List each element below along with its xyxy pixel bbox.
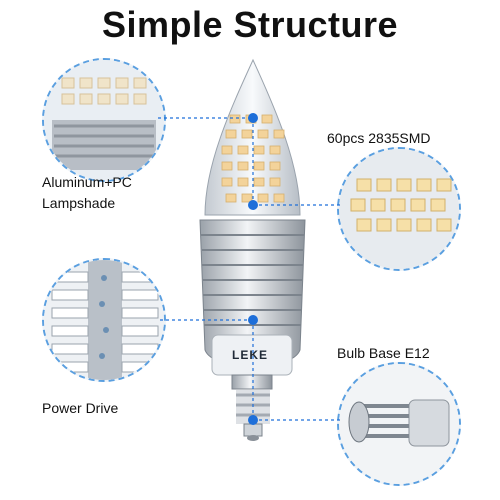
- lampshade-detail-circle: [42, 58, 166, 182]
- brand-logo-text: LEKE: [232, 348, 269, 362]
- bulb-base-collar: [231, 374, 273, 390]
- page-title: Simple Structure: [101, 4, 399, 45]
- bulb-base-detail-circle: [337, 362, 461, 486]
- label-lampshade: Aluminum+PC Lampshade: [42, 174, 132, 211]
- led-chip-icon: [339, 149, 459, 269]
- label-bulb-base: Bulb Base E12: [337, 345, 430, 361]
- label-power-drive: Power Drive: [42, 400, 119, 416]
- screw-base-icon: [339, 364, 459, 484]
- lampshade-detail-image: [44, 60, 164, 180]
- heat-sink-ribs: [201, 234, 304, 326]
- label-leds: 60pcs 2835SMD: [327, 130, 431, 146]
- heat-sink-icon: [44, 260, 164, 380]
- led-chips-detail-circle: [337, 147, 461, 271]
- power-drive-detail-circle: [42, 258, 166, 382]
- led-array: [221, 114, 285, 203]
